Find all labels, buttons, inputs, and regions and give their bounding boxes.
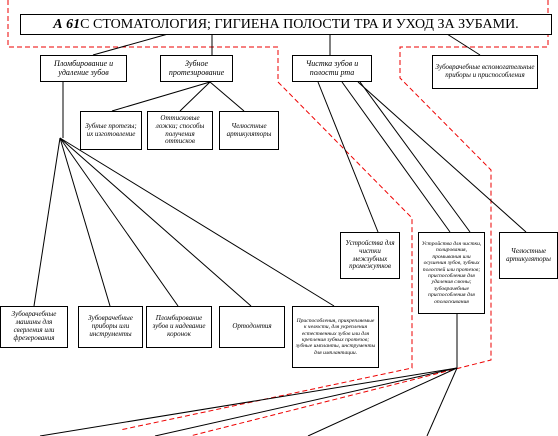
node-articulators-2: Челюстные артикуляторы	[499, 232, 558, 279]
node-implants: Приспособления, прикрепляемые к челюсти,…	[292, 306, 379, 368]
node-filling: Пломбирование и удаление зубов	[40, 55, 127, 82]
node-impression: Оттисковые ложки; способы получения отти…	[147, 111, 213, 150]
node-orthodontics: Ортодонтия	[219, 306, 285, 348]
node-cleaning-devices: Устройства для чистки, полирования, пром…	[418, 232, 485, 314]
node-cleaning: Чистка зубов и полости рта	[292, 55, 372, 82]
node-interdental: Устройства для чистки межзубных промежут…	[340, 232, 400, 279]
node-dentures: Зубные протезы; их изготовление	[80, 111, 142, 150]
node-articulators-1: Челюстные артикуляторы	[219, 111, 279, 150]
node-instruments: Зубоврачебные приборы или инструменты	[78, 306, 143, 348]
title-text: С СТОМАТОЛОГИЯ; ГИГИЕНА ПОЛОСТИ ТРА И УХ…	[80, 16, 519, 32]
title-code: А 61	[53, 16, 81, 32]
node-aux-devices: Зубоврачебные вспомогательные приборы и …	[432, 55, 538, 89]
node-crowns: Пломбирование зубов и надевание коронок	[146, 306, 212, 348]
diagram-title: А 61 С СТОМАТОЛОГИЯ; ГИГИЕНА ПОЛОСТИ ТРА…	[20, 14, 552, 35]
node-prosthetics: Зубное протезирование	[160, 55, 233, 82]
node-machines: Зубоврачебные машины для сверления или ф…	[0, 306, 68, 348]
